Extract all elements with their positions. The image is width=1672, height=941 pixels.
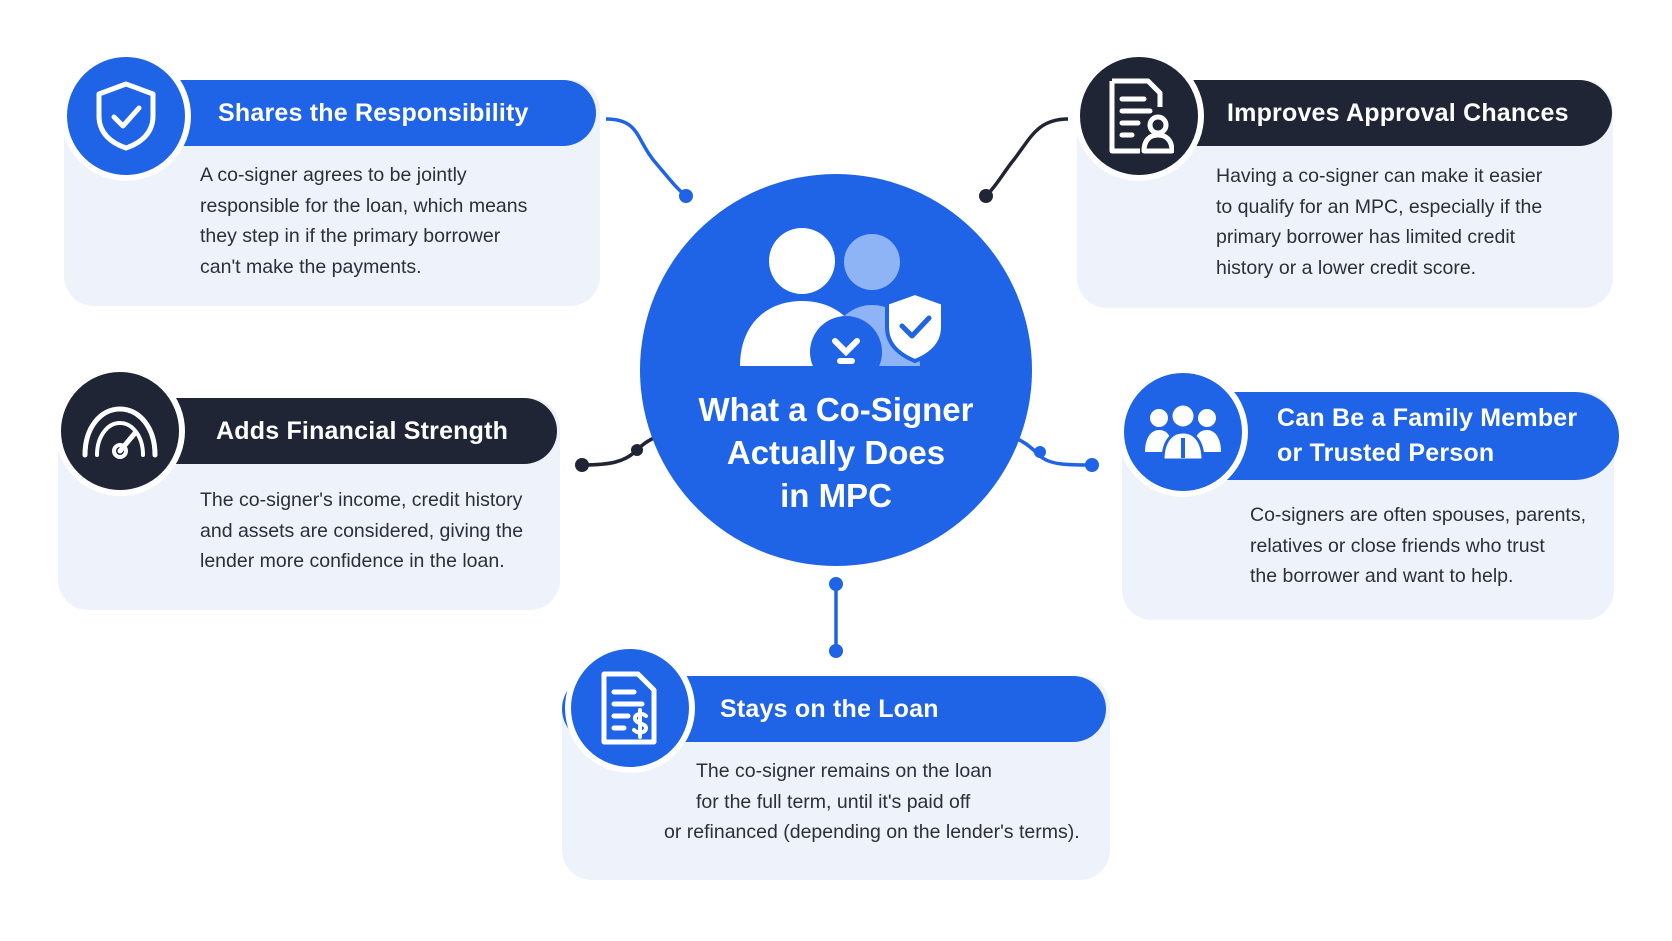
group-people-icon (1145, 402, 1221, 462)
card-title-line: or Trusted Person (1277, 439, 1495, 467)
card-description-adds-financial-strength: The co-signer's income, credit history a… (200, 485, 523, 577)
description-line: to qualify for an MPC, especially if the (1216, 195, 1543, 218)
description-line: The co-signer remains on the loan (696, 760, 992, 782)
shield-check-icon (96, 81, 156, 151)
invoice-dollar-icon (601, 671, 657, 745)
description-line: for the full term, until it's paid off (696, 790, 971, 813)
card-title-text: Stays on the Loan (720, 694, 939, 723)
card-icon-stays-on-loan (565, 643, 695, 773)
card-icon-shares-responsibility (61, 51, 191, 181)
card-icon-adds-financial-strength (55, 366, 185, 496)
center-title-line: What a Co-Signer (698, 391, 974, 428)
connector-improves-approval (979, 117, 1069, 203)
co-signer-people-shield-icon (740, 228, 945, 375)
card-title-text: Shares the Responsibility (218, 98, 529, 127)
card-title-line: Can Be a Family Member (1277, 404, 1578, 432)
card-icon-family-member (1118, 367, 1248, 497)
description-line: The co-signer's income, credit history (200, 489, 523, 511)
description-line: primary borrower has limited credit (1216, 226, 1516, 248)
card-icon-improves-approval (1074, 51, 1204, 181)
description-line: or refinanced (depending on the lender's… (664, 821, 1080, 843)
description-line: responsible for the loan, which means (200, 194, 528, 217)
card-description-shares-responsibility: A co-signer agrees to be jointly respons… (200, 160, 527, 282)
description-line: relatives or close friends who trust (1250, 534, 1545, 557)
card-title-text: Adds Financial Strength (216, 416, 509, 445)
center-title-line: in MPC (780, 477, 892, 514)
description-line: Co-signers are often spouses, parents, (1250, 504, 1587, 526)
description-line: can't make the payments. (200, 255, 422, 278)
description-line: they step in if the primary borrower (200, 225, 501, 247)
document-person-icon (1109, 78, 1174, 154)
description-line: lender more confidence in the loan. (200, 550, 505, 572)
description-line: the borrower and want to help. (1250, 565, 1514, 587)
center-title: What a Co-Signer Actually Does in MPC (640, 388, 1032, 517)
description-line: and assets are considered, giving the (200, 519, 524, 542)
card-description-stays-on-loan: The co-signer remains on the loan for th… (640, 756, 1100, 848)
card-description-improves-approval: Having a co-signer can make it easier to… (1216, 161, 1542, 283)
card-description-family-member: Co-signers are often spouses, parents, r… (1250, 500, 1586, 592)
description-line: A co-signer agrees to be jointly (200, 164, 467, 186)
description-line: history or a lower credit score. (1216, 256, 1477, 279)
card-title-text: Improves Approval Chances (1227, 98, 1569, 127)
gauge-icon (82, 406, 158, 459)
center-title-line: Actually Does (726, 434, 946, 471)
connector-family-member (1009, 434, 1099, 472)
connector-shares-responsibility (605, 117, 693, 203)
description-line: Having a co-signer can make it easier (1216, 165, 1543, 187)
connector-stays-on-loan (829, 577, 843, 658)
